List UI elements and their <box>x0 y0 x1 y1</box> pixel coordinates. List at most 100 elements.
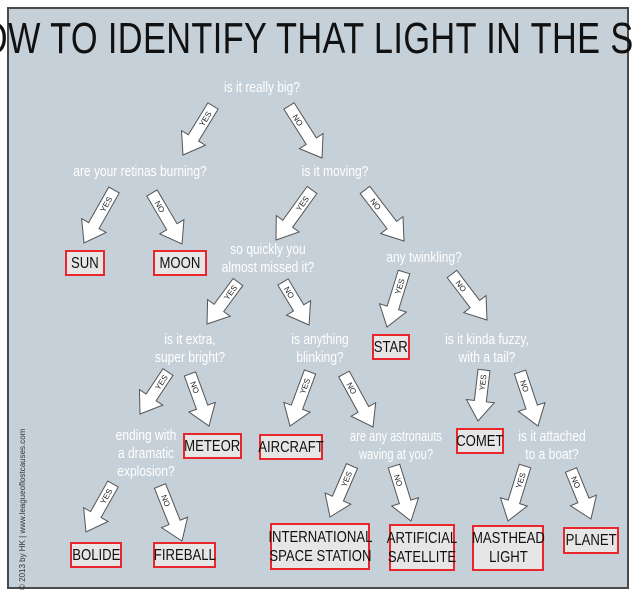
question-line: is it really big? <box>223 79 301 96</box>
arrow-yes: YES <box>324 462 359 518</box>
arrow-shape <box>146 189 185 245</box>
arrow-shape <box>275 185 318 241</box>
answer-line: ARTIFICIAL <box>386 529 458 547</box>
arrow-yes: YES <box>81 186 120 244</box>
arrow-shape <box>153 483 189 542</box>
arrow-shape <box>283 369 317 427</box>
arrow-yes: YES <box>378 269 411 328</box>
question-big: is it really big? <box>224 79 300 97</box>
question-twinkling: any twinkling? <box>386 249 461 267</box>
answer-star: STAR <box>372 334 410 360</box>
question-line: waving at you? <box>358 446 434 463</box>
answer-sun: SUN <box>65 250 105 276</box>
question-line: ending with <box>115 427 177 444</box>
arrow-no: NO <box>446 269 488 321</box>
arrow-yes: YES <box>180 102 219 156</box>
question-line: any twinkling? <box>386 249 462 266</box>
answer-aircraft: AIRCRAFT <box>258 434 324 460</box>
answer-line: MASTHEAD <box>471 530 545 547</box>
arrow-shape <box>387 463 420 522</box>
question-line: is it attached <box>518 428 586 445</box>
answer-line: BOLIDE <box>71 546 121 564</box>
arrow-label-yes: YES <box>478 374 489 391</box>
arrow-shape <box>277 278 312 326</box>
arrow-shape <box>465 368 496 422</box>
answer-line: METEOR <box>184 437 241 455</box>
question-fuzzy: is it kinda fuzzy,with a tail? <box>445 331 529 367</box>
arrow-shape <box>81 186 120 244</box>
question-line: is it moving? <box>301 163 369 180</box>
arrow-shape <box>513 369 546 427</box>
arrow-shape <box>359 185 405 242</box>
answer-line: LIGHT <box>488 549 528 566</box>
arrow-yes: YES <box>138 367 174 415</box>
arrow-yes: YES <box>283 369 317 427</box>
answer-line: PLANET <box>565 532 617 549</box>
poster-title: HOW TO IDENTIFY THAT LIGHT IN THE SKY <box>0 14 636 63</box>
question-line: is it extra, <box>164 331 216 348</box>
credit-text: © 2013 by HK | www.leagueoflostcauses.co… <box>18 428 27 590</box>
answer-label: FIREBALL <box>154 546 216 565</box>
arrow-no: NO <box>338 370 377 428</box>
answer-line: INTERNATIONAL <box>268 528 373 546</box>
question-moving: is it moving? <box>302 163 369 181</box>
arrow-shape <box>324 462 359 518</box>
question-line: is it kinda fuzzy, <box>445 331 529 348</box>
arrow-label-no: NO <box>569 475 582 490</box>
question-line: explosion? <box>117 463 175 480</box>
answer-label: METEOR <box>184 437 240 456</box>
arrow-no: NO <box>283 102 324 159</box>
question-line: a dramatic <box>117 445 175 462</box>
arrow-shape <box>206 277 244 325</box>
arrow-shape <box>180 102 219 156</box>
answer-line: SUN <box>71 254 99 272</box>
arrow-yes: YES <box>499 463 532 522</box>
answer-label: MOON <box>160 254 201 273</box>
answer-label: PLANET <box>565 531 616 550</box>
question-line: is anything <box>291 331 349 348</box>
answer-fireball: FIREBALL <box>153 542 216 568</box>
arrow-shape <box>283 102 324 159</box>
answer-label: AIRCRAFT <box>258 438 324 457</box>
arrow-shape <box>138 367 174 415</box>
arrow-yes: YES <box>465 368 496 422</box>
question-line: with a tail? <box>458 349 516 366</box>
answer-comet: COMET <box>456 428 504 454</box>
answer-masthead: MASTHEAD LIGHT <box>472 525 544 571</box>
question-line: super bright? <box>154 349 226 366</box>
question-line: to a boat? <box>525 446 579 463</box>
arrow-no: NO <box>183 371 217 427</box>
arrow-label-no: NO <box>392 473 404 487</box>
question-extra: is it extra,super bright? <box>155 331 225 367</box>
answer-line: SPACE STATION <box>268 547 372 565</box>
answer-moon: MOON <box>153 250 207 276</box>
arrow-shape <box>499 463 532 522</box>
arrow-label-no: NO <box>518 379 530 393</box>
arrow-yes: YES <box>83 480 119 533</box>
arrow-no: NO <box>153 483 189 542</box>
arrow-no: NO <box>513 369 546 427</box>
arrow-label-no: NO <box>159 494 172 508</box>
arrow-shape <box>446 269 488 321</box>
answer-label: STAR <box>374 338 408 357</box>
answer-label: MASTHEAD LIGHT <box>472 529 545 567</box>
question-line: so quickly you <box>230 241 306 258</box>
answer-meteor: METEOR <box>183 433 242 459</box>
question-line: almost missed it? <box>221 259 315 276</box>
arrow-no: NO <box>359 185 405 242</box>
arrow-no: NO <box>387 463 420 522</box>
answer-bolide: BOLIDE <box>70 542 122 568</box>
question-line: are your retinas burning? <box>73 163 207 180</box>
arrow-shape <box>378 269 411 328</box>
arrow-no: NO <box>277 278 312 326</box>
answer-line: STAR <box>373 338 409 356</box>
arrow-shape <box>338 370 377 428</box>
